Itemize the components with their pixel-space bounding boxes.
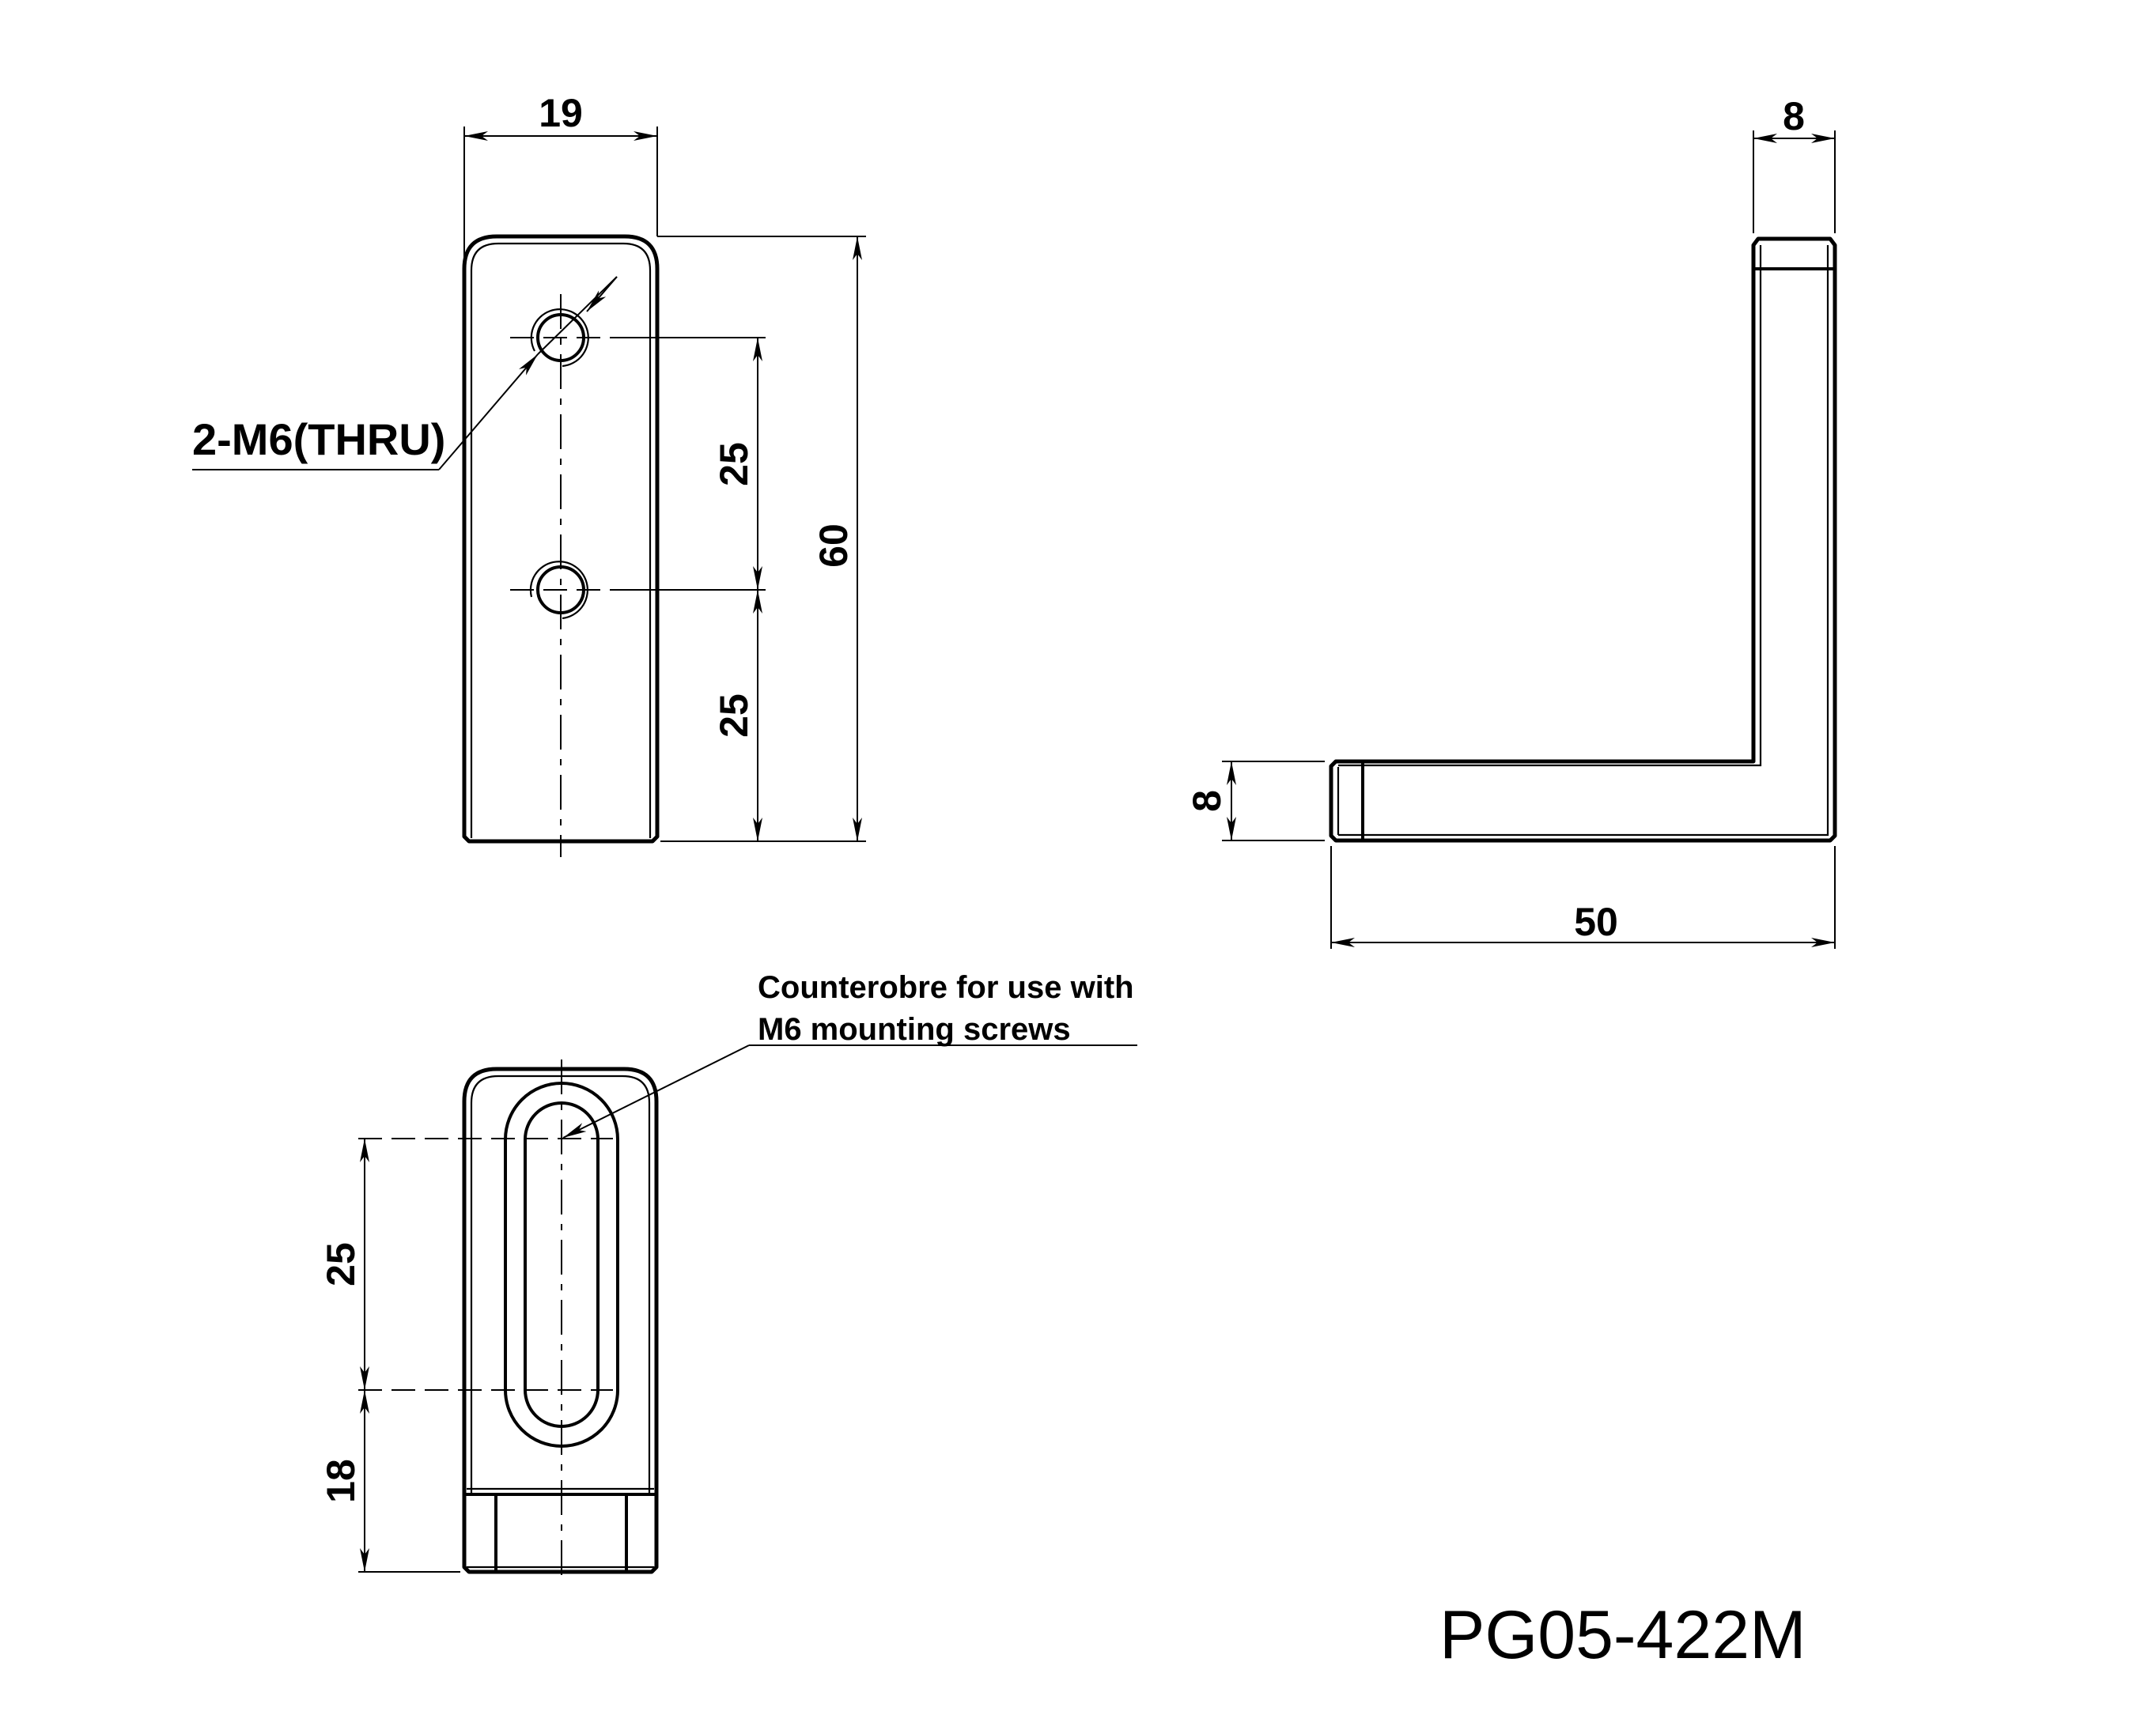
length-dim-label: 50 [1574, 900, 1618, 944]
hole-to-edge-dim-label: 25 [712, 693, 756, 738]
side-view: 8 8 50 [1185, 94, 1837, 949]
counterbore-leader [562, 1044, 750, 1139]
thickness-left-dim-label: 8 [1185, 790, 1229, 812]
counterbore-note-line2: M6 mounting screws [758, 1012, 1071, 1047]
hole-spacing-dim-label: 25 [712, 442, 756, 486]
front-plate-outline [462, 234, 660, 844]
height-dim-label: 60 [811, 523, 856, 568]
bottom-plate-inner-edge [470, 1075, 651, 1493]
slot-to-edge-dim-label: 18 [319, 1459, 363, 1503]
front-plate-inner-edge [470, 242, 652, 838]
thickness-top-dim-label: 8 [1783, 94, 1805, 138]
counterbore-note-line1: Counterobre for use with [758, 970, 1134, 1005]
hole-callout-leader [438, 353, 539, 470]
part-number: PG05-422M [1439, 1597, 1806, 1673]
hole-callout-label: 2-M6(THRU) [192, 414, 445, 464]
width-dim-label: 19 [539, 91, 583, 135]
counterbore-outer [504, 1082, 619, 1448]
l-bracket-inner-edge [1337, 245, 1829, 837]
bottom-plate-outline [462, 1067, 659, 1574]
bottom-view: 25 18 Counterobre for use with M6 mounti… [319, 970, 1137, 1581]
slot-length-dim-label: 25 [319, 1242, 363, 1286]
l-bracket-outline [1329, 236, 1837, 843]
front-view: 19 25 25 60 2-M6(THRU) [192, 91, 866, 857]
